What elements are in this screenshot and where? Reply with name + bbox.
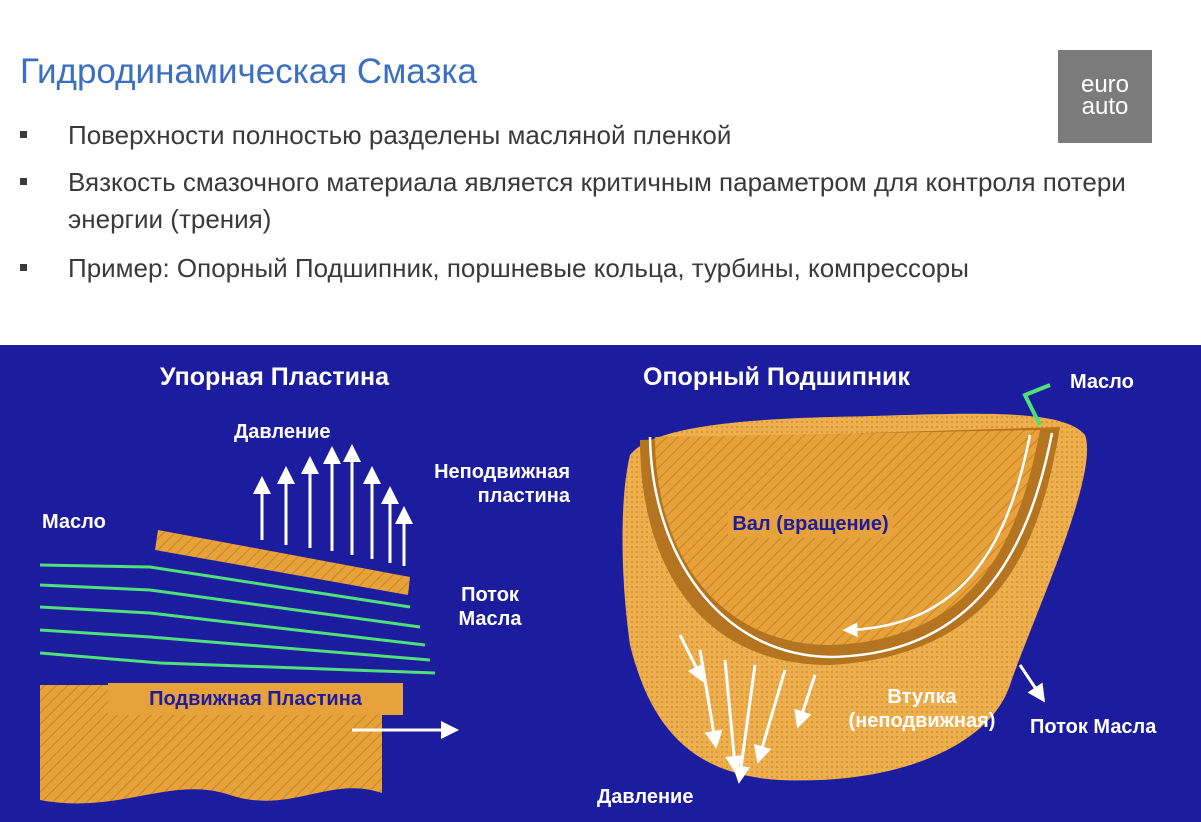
bullet-1: Поверхности полностью разделены масляной…: [20, 117, 1020, 154]
bullet-2: Вязкость смазочного материала является к…: [20, 164, 1140, 238]
bullet-3: Пример: Опорный Подшипник, поршневые кол…: [20, 250, 1201, 287]
moving-plate-label: Подвижная Пластина: [108, 683, 403, 715]
diagram-panel: Упорная Пластина Давление Неподвижная пл…: [0, 345, 1201, 822]
bushing-label: Втулка (неподвижная): [848, 686, 996, 732]
oil-flow-lines: [39, 563, 436, 675]
pressure-arrows: [253, 444, 459, 739]
left-pressure-label: Давление: [234, 421, 331, 443]
left-title: Упорная Пластина: [160, 363, 390, 391]
fixed-plate: [155, 530, 410, 595]
right-pressure-label: Давление: [597, 786, 694, 808]
bearing-pressure-arrows: [678, 634, 1045, 784]
right-oil-flow-label: Поток Масла: [1030, 716, 1157, 738]
left-oil-flow-label: Поток Масла: [458, 584, 522, 630]
slide-title: Гидродинамическая Смазка: [20, 52, 477, 91]
right-oil-label: Масло: [1070, 371, 1134, 393]
shaft-label: Вал (вращение): [728, 510, 893, 538]
left-oil-label: Масло: [42, 511, 106, 533]
fixed-plate-label: Неподвижная пластина: [434, 461, 570, 507]
right-title: Опорный Подшипник: [643, 363, 910, 391]
diagram-graphics: [39, 383, 1088, 804]
